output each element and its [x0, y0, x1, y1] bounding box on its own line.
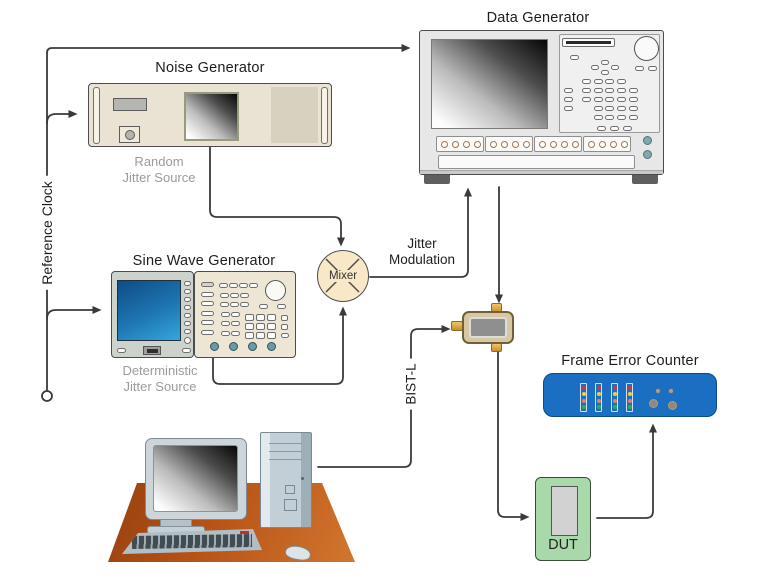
noise-generator-knob-plate: [119, 126, 140, 143]
sine-generator-subtitle: Deterministic Jitter Source: [122, 363, 198, 394]
splitter-face: [469, 317, 507, 338]
dut-label: DUT: [548, 537, 578, 553]
control-pc-group: [100, 428, 362, 568]
indicator-dot: [655, 388, 661, 394]
frame-error-counter-box: [543, 373, 717, 417]
pc-tower: [260, 432, 312, 528]
indicator-dot: [668, 388, 674, 394]
noise-generator-box: [88, 83, 332, 147]
round-connector: [229, 342, 238, 351]
edge-dut-to-frame-error-counter: [596, 423, 657, 519]
noise-generator-title: Noise Generator: [155, 60, 265, 76]
edge-splitter-to-dut: [497, 351, 530, 521]
sine-generator-slot: [143, 346, 161, 355]
reference-clock-terminal: [41, 390, 53, 402]
round-connector: [248, 342, 257, 351]
dut-chip: [551, 486, 578, 536]
power-led: [301, 477, 304, 480]
sine-generator-knob: [265, 280, 286, 301]
round-connector: [649, 399, 658, 408]
splitter-body: [462, 311, 514, 344]
data-generator-knob: [634, 36, 659, 61]
nav-left-button: [591, 65, 599, 70]
round-connector: [643, 150, 652, 159]
bist-l-label: BIST-L: [403, 358, 419, 410]
data-generator-keypanel: [559, 34, 660, 133]
sine-generator-keypanel: [194, 271, 296, 358]
nav-right-button: [611, 65, 619, 70]
tower-button: [284, 499, 297, 511]
nav-up-button: [601, 60, 609, 65]
sine-generator-screen-bezel: [111, 271, 194, 358]
monitor-screen: [153, 445, 238, 512]
data-generator-foot-right: [632, 173, 658, 184]
noise-generator-knob: [125, 130, 135, 140]
edge-sine-generator-to-mixer: [212, 306, 347, 385]
led-strip: [595, 383, 602, 412]
noise-generator-readout: [113, 98, 147, 111]
output-connector-strip: [485, 136, 533, 152]
output-connector-strip: [534, 136, 582, 152]
rack-handle-left: [93, 87, 100, 144]
disk-slot-opening: [566, 41, 611, 44]
round-connector: [643, 136, 652, 145]
jitter-modulation-label: Jitter Modulation: [388, 236, 456, 267]
led-strip: [611, 383, 618, 412]
noise-generator-subtitle: Random Jitter Source: [122, 154, 196, 185]
led-strip: [580, 383, 587, 412]
keyboard: [122, 529, 262, 554]
sine-wave-generator-title: Sine Wave Generator: [132, 253, 276, 269]
round-connector: [668, 401, 677, 410]
data-generator-foot-left: [424, 173, 450, 184]
output-connector-strip: [583, 136, 631, 152]
sine-wave-generator-box: [111, 271, 296, 358]
mixer-label: Mixer: [326, 270, 360, 282]
keyboard-led: [240, 531, 249, 534]
data-generator-title: Data Generator: [486, 10, 590, 26]
noise-generator-side-panel: [271, 87, 318, 143]
nav-down-button: [601, 70, 609, 75]
keyboard-keys: [131, 533, 253, 550]
monitor: [145, 438, 247, 520]
noise-generator-screen: [184, 92, 239, 141]
mixer-node: Mixer: [317, 250, 369, 302]
data-generator-box: [419, 30, 664, 175]
edge-noise-generator-to-mixer: [209, 146, 345, 247]
round-connector: [210, 342, 219, 351]
chassis-base: [420, 170, 663, 174]
round-connector: [267, 342, 276, 351]
frame-error-counter-title: Frame Error Counter: [561, 353, 699, 369]
edge-refclock-to-noise-generator: [46, 110, 78, 124]
dut-box: DUT: [535, 477, 591, 561]
tower-button: [285, 485, 295, 494]
lower-blank-panel: [438, 155, 635, 169]
data-generator-screen: [431, 39, 548, 129]
led-strip: [626, 383, 633, 412]
output-connector-strip: [436, 136, 484, 152]
sine-generator-screen: [117, 280, 181, 341]
splitter-bottom-connector: [491, 343, 502, 352]
rack-handle-right: [321, 87, 328, 144]
edge-mixer-to-data-generator: [369, 187, 472, 278]
edge-refclock-to-sine-generator: [46, 306, 102, 320]
edge-reference-clock-trunk: [46, 44, 411, 391]
reference-clock-label: Reference Clock: [39, 176, 55, 290]
